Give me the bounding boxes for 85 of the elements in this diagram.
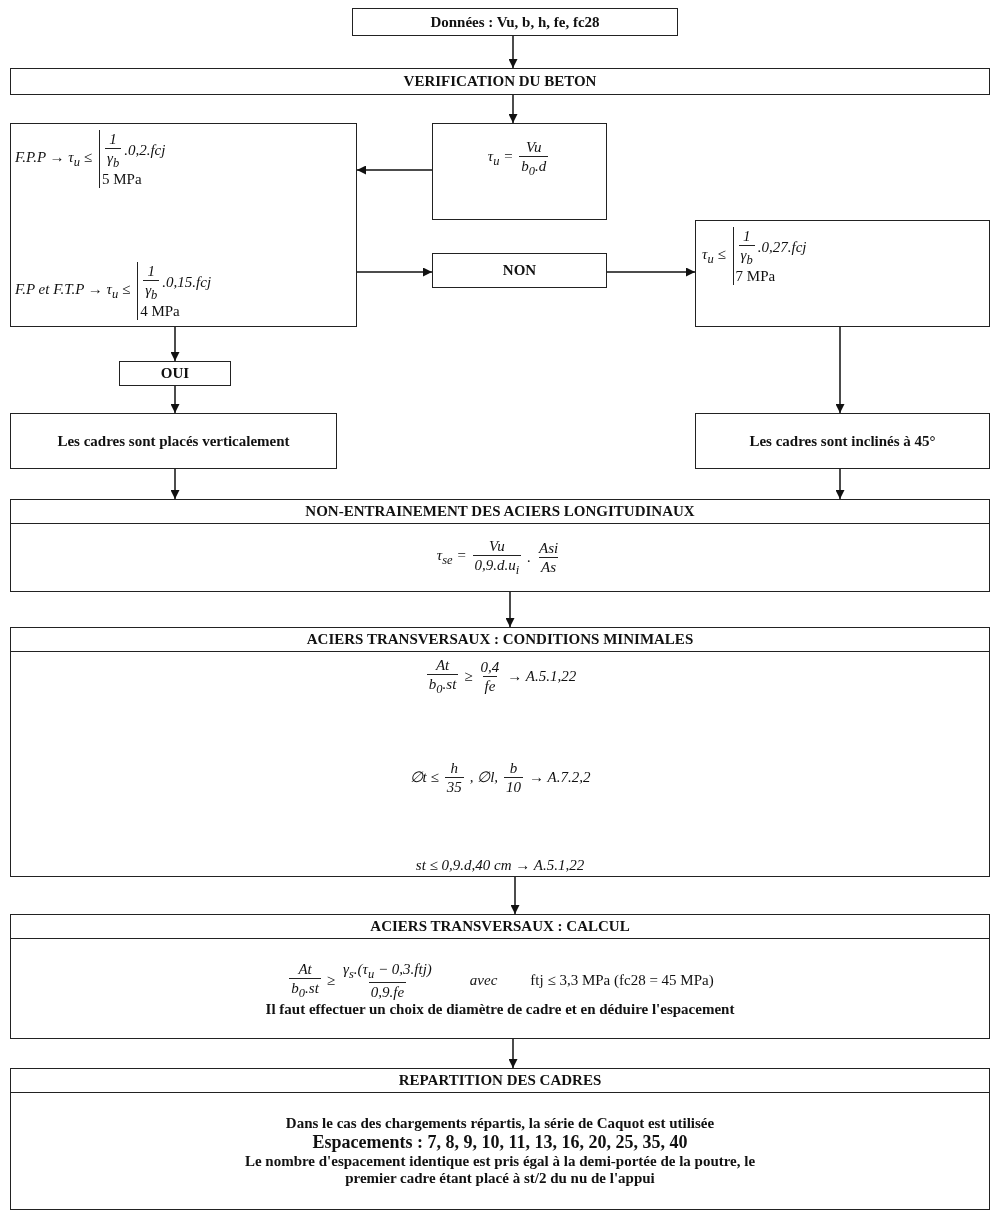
formula-text: 7 MPa	[735, 268, 776, 285]
formula-text: 0,9.d.u$_{i}$	[472, 555, 522, 578]
formula-text: F.P.P → τ$_{u}$ ≤	[15, 148, 92, 170]
process-box	[10, 627, 990, 877]
formula-text: τ$_{u}$ ≤	[702, 245, 726, 267]
formula-text: 4 MPa	[140, 303, 180, 320]
formula-text: b$_{0}$.st	[426, 674, 459, 697]
process-box	[10, 914, 990, 1039]
process-box	[10, 1068, 990, 1210]
formula-text: ≥	[464, 668, 473, 685]
arrow	[508, 1038, 518, 1069]
box-label: Les cadres sont inclinés à 45°	[749, 432, 936, 450]
formula-text: 0,9.fe	[368, 981, 407, 1001]
body-text: Le nombre d'espacement identique est pris égal à la demi-portée de la poutre, le premier cadre étant placé à st/2 du nu de l'appui	[243, 1153, 757, 1187]
formula-text: γ$_{b}$	[104, 148, 122, 171]
section-heading: NON-ENTRAINEMENT DES ACIERS LONGITUDINAUX	[11, 500, 989, 524]
process-box	[352, 8, 678, 36]
formula-text: 35	[444, 776, 464, 796]
arrow	[835, 326, 845, 414]
formula-text: Vu	[524, 138, 543, 156]
formula-text: τ$_{se}$ =	[436, 547, 467, 568]
formula-text: .0,2.fcj	[124, 142, 166, 159]
formula-text: st ≤ 0,9.d,40 cm → A.5.1,22	[415, 857, 585, 874]
arrow	[170, 326, 180, 362]
formula-text: fe	[482, 676, 498, 695]
formula-text: → A.5.1,22	[507, 668, 577, 685]
formula-text: Vu	[488, 537, 506, 555]
process-box	[432, 253, 607, 288]
formula-text: At	[297, 959, 313, 978]
formula-text: .0,15.fcj	[162, 274, 212, 291]
arrow	[356, 165, 433, 175]
formula-text: 1	[146, 262, 156, 280]
arrow	[835, 468, 845, 500]
arrow	[606, 267, 696, 277]
arrow	[510, 876, 520, 915]
process-box	[10, 413, 337, 469]
formula-text: b$_{0}$.d	[519, 156, 549, 179]
section-heading: REPARTITION DES CADRES	[11, 1069, 989, 1093]
formula-text: 0,4	[479, 658, 501, 676]
formula-text: ≥	[326, 971, 336, 989]
formula-text: 1	[741, 227, 752, 245]
formula-text: .	[527, 549, 531, 566]
box-label: Les cadres sont placés verticalement	[57, 432, 290, 450]
process-box	[10, 123, 357, 327]
formula-text: b	[508, 758, 519, 777]
formula-text: 5 MPa	[101, 171, 142, 188]
body-text: Espacements : 7, 8, 9, 10, 11, 13, 16, 20, 25, 35, 40	[312, 1132, 688, 1153]
formula-text: γ$_{s}$.(τ$_{u}$ − 0,3.ftj)	[342, 959, 433, 982]
box-label: VERIFICATION DU BETON	[403, 73, 597, 90]
box-label: OUI	[160, 365, 190, 382]
formula-text: ∅t ≤	[409, 768, 439, 786]
formula-text: As	[539, 557, 559, 576]
formula-text: .0,27.fcj	[757, 239, 807, 256]
arrow	[508, 35, 518, 69]
arrow	[505, 591, 515, 628]
box-label: Données : Vu, b, h, fe, fc28	[430, 13, 600, 31]
formula-text: 10	[504, 776, 524, 796]
formula-text: Asi	[537, 539, 560, 557]
formula-text: τ$_{u}$ =	[487, 148, 514, 169]
formula-text: , ∅l,	[469, 768, 499, 786]
body-text: Dans le cas des chargements répartis, la série de Caquot est utilisée	[285, 1115, 715, 1132]
process-box	[10, 68, 990, 95]
formula-text: F.P et F.T.P → τ$_{u}$ ≤	[15, 280, 131, 302]
formula-text: b$_{0}$.st	[289, 977, 321, 1001]
formula-text: ftj ≤ 3,3 MPa (fc28 = 45 MPa)	[530, 971, 714, 989]
arrow	[508, 94, 518, 124]
body-text: Il faut effectuer un choix de diamètre de cadre et en déduire l'espacement	[265, 1000, 735, 1018]
formula-text: 1	[108, 130, 118, 148]
formula-text: At	[434, 656, 451, 674]
formula-text: γ$_{b}$	[738, 245, 755, 268]
arrow	[170, 468, 180, 500]
formula-text: avec	[469, 971, 498, 989]
formula-text: γ$_{b}$	[143, 280, 160, 303]
formula-text: h	[449, 758, 459, 777]
box-label: NON	[502, 262, 537, 279]
process-box	[695, 220, 990, 327]
process-box	[10, 499, 990, 592]
process-box	[432, 123, 607, 220]
arrow	[356, 267, 433, 277]
process-box	[695, 413, 990, 469]
section-heading: ACIERS TRANSVERSAUX : CONDITIONS MINIMALES	[11, 628, 989, 652]
arrow	[170, 385, 180, 414]
formula-text: → A.7.2,2	[529, 768, 591, 786]
section-heading: ACIERS TRANSVERSAUX : CALCUL	[11, 915, 989, 939]
process-box	[119, 361, 231, 386]
